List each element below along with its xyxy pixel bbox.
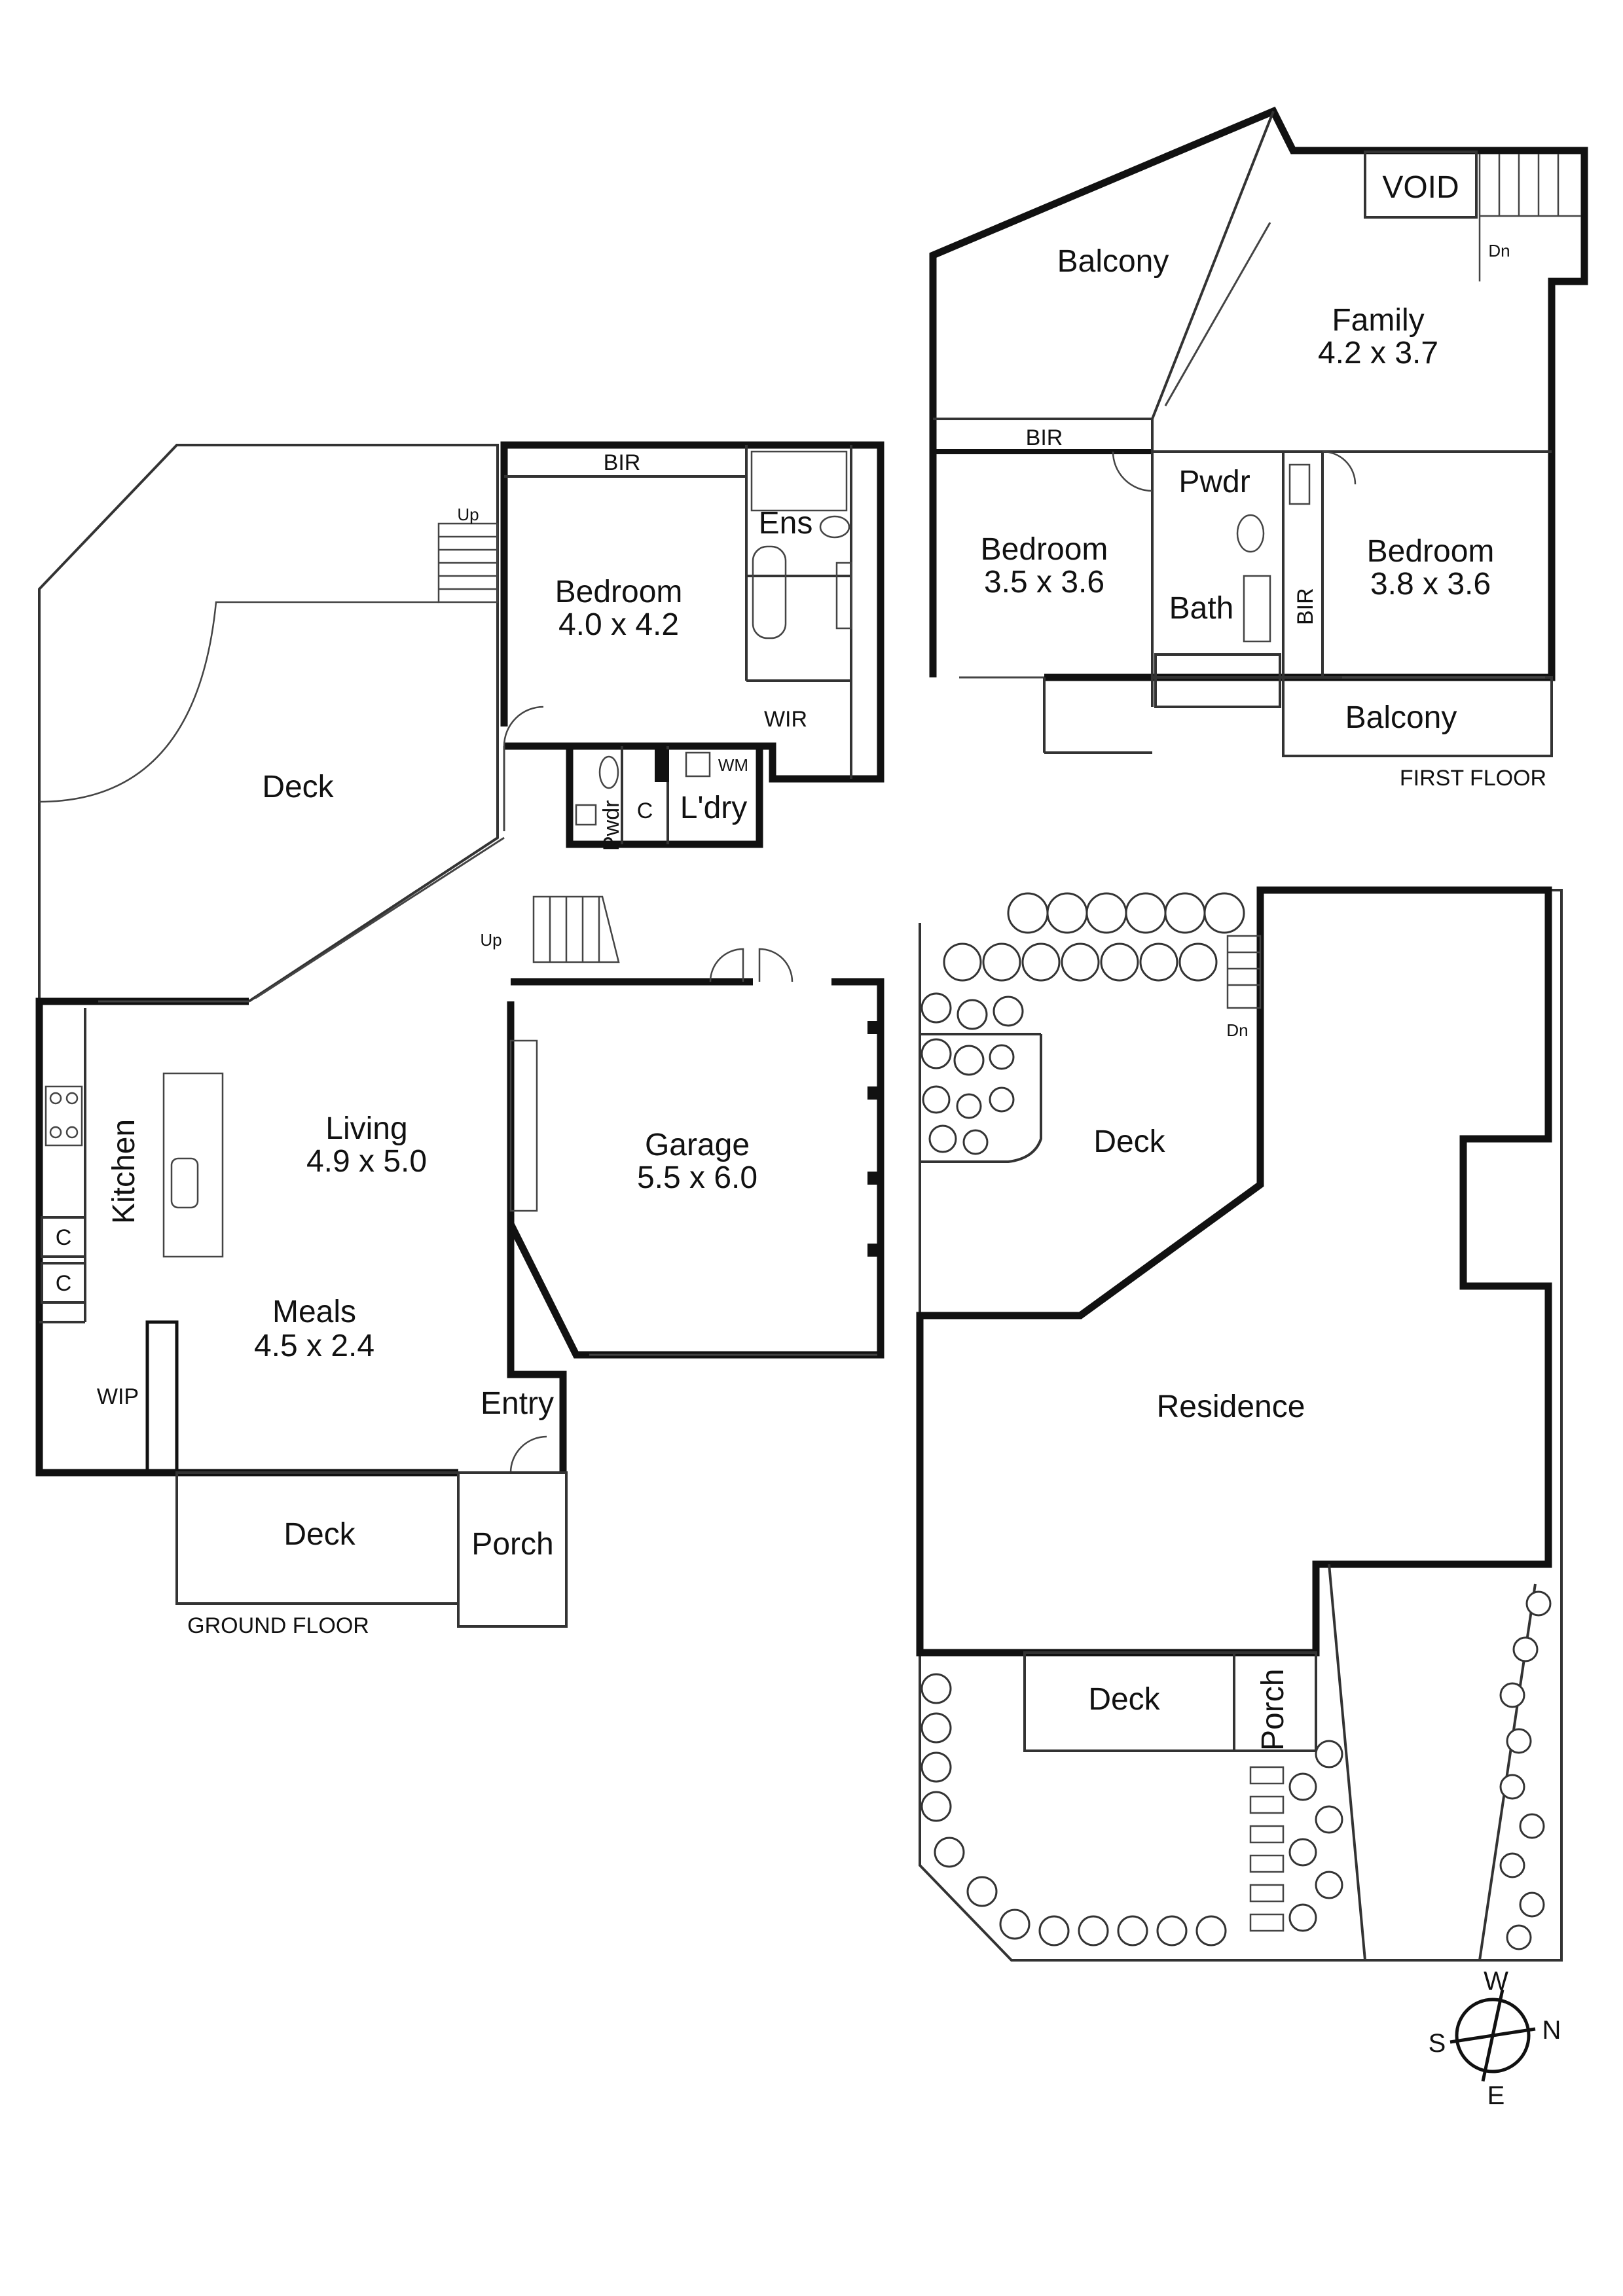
site-porch	[1233, 1651, 1317, 1752]
label-residence: Residence	[1157, 1390, 1305, 1424]
toilet-pwdr	[598, 755, 619, 789]
residence-outline	[916, 886, 1552, 1657]
label-up-garage: Up	[480, 930, 501, 950]
label-bir-ff: BIR	[1026, 425, 1063, 450]
label-c1: C	[56, 1225, 72, 1250]
ff-bath-shower	[1154, 653, 1281, 708]
label-ground-floor: GROUND FLOOR	[187, 1613, 369, 1638]
deck-inner-curve	[39, 601, 439, 803]
wip-wall	[145, 1320, 179, 1475]
label-balcony-bottom: Balcony	[1345, 700, 1457, 735]
label-up-top: Up	[457, 505, 479, 524]
label-balcony-top: Balcony	[1057, 244, 1169, 279]
compass-w: W	[1484, 1967, 1508, 1996]
kitchen-island	[162, 1072, 224, 1258]
label-bir-ground: BIR	[604, 450, 641, 475]
label-wm: WM	[718, 755, 748, 775]
door-garage-2	[758, 948, 793, 982]
label-ens: Ens	[759, 506, 813, 541]
label-bedroom-ff2: Bedroom	[1367, 534, 1495, 569]
label-family: Family	[1332, 303, 1424, 338]
wm-box	[685, 751, 711, 778]
landscaping-trees	[921, 892, 1552, 1950]
paving	[1249, 1766, 1285, 1932]
label-bedroom-ff2-size: 3.8 x 3.6	[1370, 567, 1491, 601]
label-kitchen: Kitchen	[107, 1119, 141, 1224]
label-bath: Bath	[1169, 591, 1234, 626]
porch	[457, 1471, 568, 1628]
sink	[170, 1157, 199, 1209]
label-bedroom-ff1-size: 3.5 x 3.6	[984, 565, 1104, 600]
door-entry	[509, 1435, 547, 1473]
site-boundary	[919, 889, 1563, 1962]
toilet-ens	[819, 515, 850, 539]
label-site-deck-top: Deck	[1093, 1124, 1165, 1159]
ff-toilet	[1236, 514, 1265, 553]
label-bir-ff2: BIR	[1293, 588, 1318, 625]
label-void: VOID	[1382, 170, 1459, 205]
bedroom-walls	[500, 441, 884, 783]
label-garage: Garage	[645, 1128, 750, 1162]
label-bedroom-ff1: Bedroom	[981, 532, 1108, 567]
cooktop	[45, 1085, 83, 1147]
label-first-floor: FIRST FLOOR	[1400, 766, 1546, 791]
compass	[1450, 1989, 1536, 2082]
stairs-up-top	[437, 522, 499, 603]
ff-window-diagonal	[1164, 222, 1271, 406]
stairs-up-garage	[532, 895, 620, 963]
site-plan	[916, 886, 1563, 1962]
label-c-laundry: C	[637, 798, 653, 823]
label-c2: C	[56, 1271, 72, 1296]
compass-e: E	[1487, 2081, 1505, 2110]
basin-pwdr	[575, 804, 597, 826]
label-site-dn: Dn	[1226, 1020, 1248, 1040]
door-bedroom	[503, 706, 544, 747]
label-bedroom-ground-size: 4.0 x 4.2	[558, 607, 679, 642]
window-diagonal	[255, 836, 505, 999]
bath-tub	[752, 545, 787, 639]
label-wip: WIP	[97, 1384, 139, 1409]
label-meals-size: 4.5 x 2.4	[254, 1329, 374, 1363]
vanity	[835, 562, 852, 630]
label-pwdr-ground: Pwdr	[599, 800, 624, 851]
ground-floor	[35, 441, 884, 1628]
void-box	[1364, 151, 1478, 219]
cupboard-c2	[41, 1262, 86, 1304]
deck-outline	[38, 444, 499, 1003]
door-garage	[709, 948, 744, 982]
label-entry: Entry	[481, 1386, 554, 1421]
compass-n: N	[1542, 2016, 1561, 2045]
shower	[750, 450, 848, 512]
label-family-size: 4.2 x 3.7	[1318, 336, 1438, 370]
label-meals: Meals	[272, 1295, 356, 1329]
label-porch: Porch	[471, 1527, 553, 1562]
ff-vanity	[1243, 575, 1271, 643]
label-wir: WIR	[764, 707, 807, 732]
ff-stairs	[1478, 154, 1581, 281]
label-site-porch: Porch	[1256, 1669, 1290, 1751]
first-floor	[929, 106, 1588, 757]
label-living: Living	[325, 1111, 407, 1146]
site-stairs	[1226, 935, 1262, 1009]
cupboard-c1	[41, 1216, 86, 1258]
garage-bench	[509, 1039, 538, 1212]
label-living-size: 4.9 x 5.0	[306, 1144, 427, 1179]
label-pwdr-ff: Pwdr	[1178, 465, 1250, 499]
label-site-deck-bottom: Deck	[1088, 1682, 1160, 1717]
label-deck-main: Deck	[262, 770, 334, 804]
label-bedroom-ground: Bedroom	[555, 575, 683, 609]
label-laundry: L'dry	[680, 791, 748, 825]
label-deck-front: Deck	[283, 1517, 356, 1552]
laundry-post	[655, 749, 669, 782]
pwdr-laundry-walls	[566, 746, 763, 848]
label-dn-ff: Dn	[1488, 241, 1510, 260]
label-garage-size: 5.5 x 6.0	[637, 1160, 757, 1195]
ff-basin	[1288, 463, 1311, 505]
compass-s: S	[1429, 2029, 1446, 2058]
